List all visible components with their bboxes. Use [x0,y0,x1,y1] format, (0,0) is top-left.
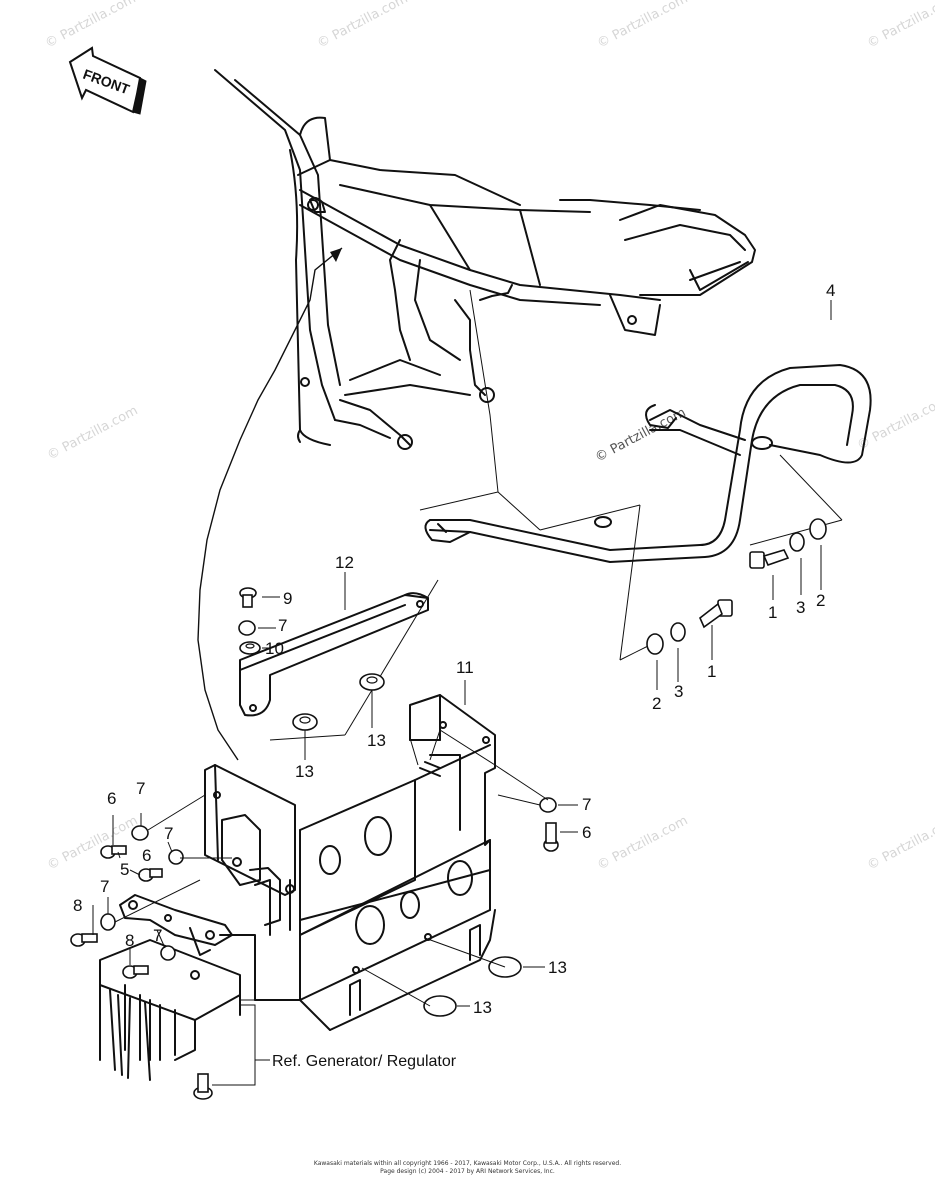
screw-icon [543,822,559,852]
callout-2: 2 [652,694,661,713]
callout-leaders [92,300,832,1086]
small-fasteners-left [238,587,261,655]
mounting-plate [204,764,296,926]
lock-washer-icon [789,532,805,552]
watermark-dark: © Partzilla.com [593,405,689,465]
screw-icon [138,868,163,882]
watermark: © Partzilla.com [865,0,935,52]
bracket-dash-lines [269,579,439,741]
washer-icon [100,913,116,931]
front-arrow-icon: FRONT [68,46,147,115]
callout-3: 3 [796,598,805,617]
left-fasteners [70,825,213,1100]
callout-2: 2 [816,591,825,610]
nut-icon [238,620,256,636]
screw-icon [100,845,127,859]
nut-icon [131,825,149,841]
frame-drawing [214,69,756,450]
washer-icon [646,633,664,655]
battery-case [219,694,496,1031]
right-case-fasteners [539,797,559,852]
nut-icon [168,849,184,865]
callout-7: 7 [136,779,145,798]
callout-6: 6 [142,846,151,865]
callout-7: 7 [164,824,173,843]
callout-10: 10 [265,639,284,658]
callout-5: 5 [120,860,129,879]
screw-icon [193,1073,213,1100]
callout-11: 11 [456,658,474,677]
callout-13: 13 [473,998,492,1017]
watermark: © Partzilla.com [595,0,691,52]
copyright-line-1: Kawasaki materials within all copyright … [313,1160,622,1167]
watermark: © Partzilla.com [865,813,935,873]
nut-icon [539,797,557,813]
screw-icon [122,965,149,979]
callout-3: 3 [674,682,683,701]
callout-7: 7 [278,616,287,635]
callout-8: 8 [125,931,134,950]
reference-note: Ref. Generator/ Regulator [272,1053,457,1070]
callout-7: 7 [582,795,591,814]
screw-icon [70,933,98,947]
lock-washer-icon [670,622,686,642]
callout-13: 13 [367,731,386,750]
callout-6: 6 [582,823,591,842]
watermark: © Partzilla.com [43,0,139,52]
callout-12: 12 [335,553,354,572]
callout-1: 1 [707,662,716,681]
nut-icon [160,945,176,961]
callout-8: 8 [73,896,82,915]
rail-dash-lines [419,289,843,661]
watermark: © Partzilla.com [595,813,691,873]
screw-icon [239,587,257,608]
bracket-part-12 [239,592,429,717]
callout-9: 9 [283,589,292,608]
callout-7: 7 [100,877,109,896]
copyright-line-2: Page design (c) 2004 - 2017 by ARI Netwo… [380,1168,555,1175]
callout-13: 13 [295,762,314,781]
callout-labels: 4 1 3 2 2 3 1 12 9 7 10 11 13 13 7 6 13 … [73,281,835,1070]
callout-1: 1 [768,603,777,622]
watermark: © Partzilla.com [45,403,141,463]
grommet-icon [423,995,457,1017]
bolt-icon [749,549,790,569]
callout-6: 6 [107,789,116,808]
watermark: © Partzilla.com [315,0,411,52]
callout-4: 4 [826,281,835,300]
callout-13: 13 [548,958,567,977]
rail-fasteners [646,518,827,655]
washer-icon [809,518,827,540]
grab-rail-part-4 [424,364,872,563]
regulator-unit [99,939,241,1081]
callout-7: 7 [153,926,162,945]
bolt-icon [699,599,733,629]
frame-arrow-leader [197,247,343,761]
grommets-13 [292,673,385,731]
